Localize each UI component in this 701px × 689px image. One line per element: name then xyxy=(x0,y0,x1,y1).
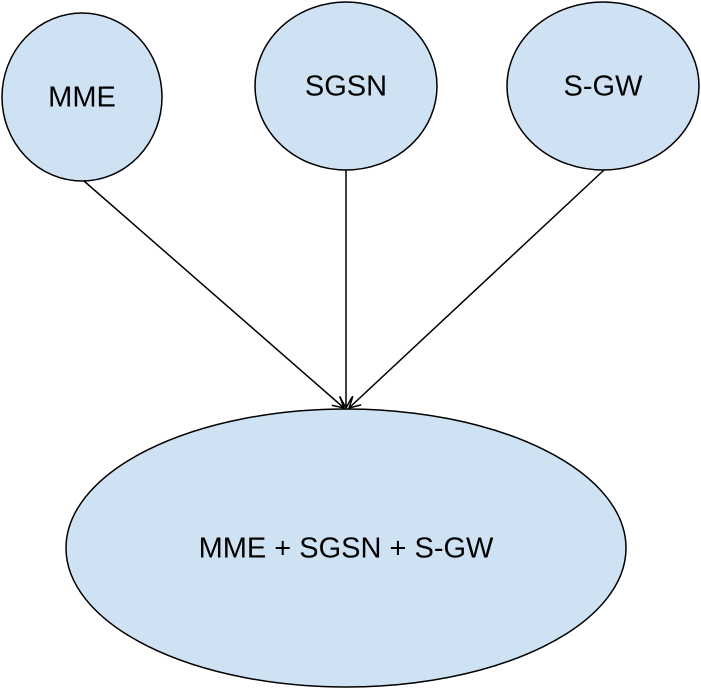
node-combined: MME + SGSN + S-GW xyxy=(65,408,627,688)
node-sgsn-shape xyxy=(254,1,438,171)
node-mme: MME xyxy=(1,12,163,182)
node-sgw-shape xyxy=(506,1,700,171)
node-sgsn: SGSN xyxy=(254,1,438,171)
node-combined-shape xyxy=(65,408,627,688)
node-combined-label: MME + SGSN + S-GW xyxy=(199,533,494,565)
edge-sgw-to-combined xyxy=(347,169,605,410)
edge-mme-to-combined xyxy=(83,180,346,410)
node-sgsn-label: SGSN xyxy=(305,71,387,103)
node-mme-shape xyxy=(1,12,163,182)
node-mme-label: MME xyxy=(48,82,116,114)
node-sgw-label: S-GW xyxy=(564,71,644,103)
node-sgw: S-GW xyxy=(506,1,700,171)
